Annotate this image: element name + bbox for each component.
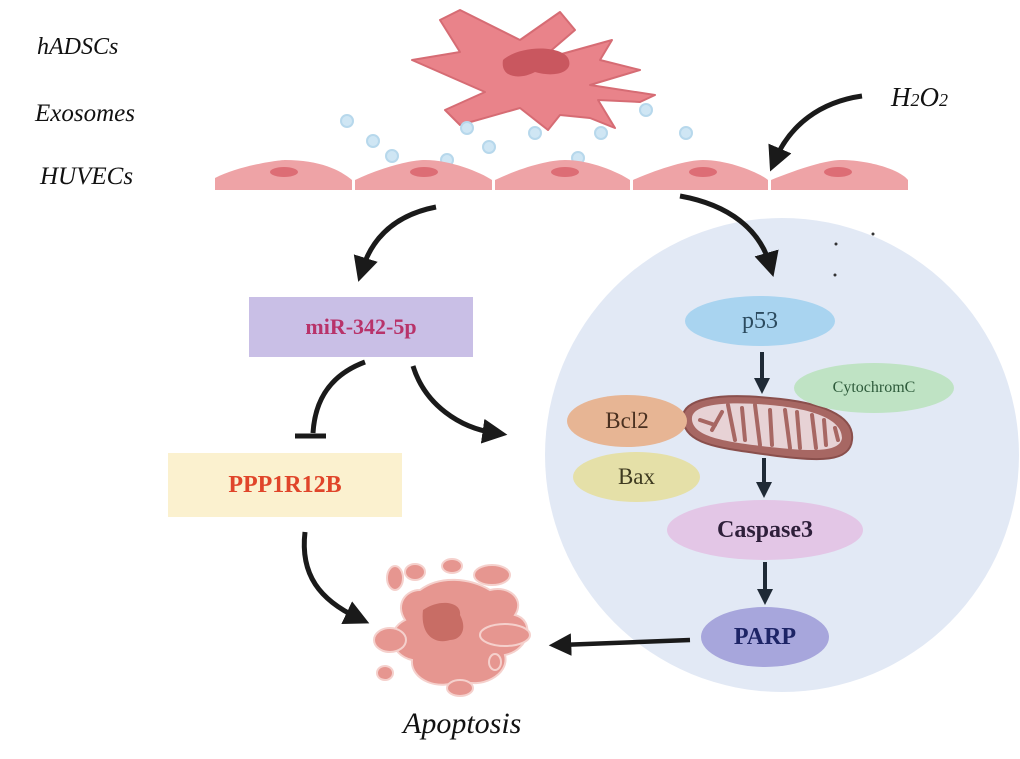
exosome-particles [340, 103, 693, 167]
parp-to-apoptosis-arrow [548, 633, 691, 656]
label-huvecs: HUVECs [40, 163, 134, 190]
parp-label: PARP [733, 623, 797, 650]
h2o2-sub2: 2 [939, 90, 948, 110]
ppp1r12b-node: PPP1R12B [168, 453, 402, 517]
bcl2-label: Bcl2 [605, 408, 649, 433]
label-hadscs: hADSCs [37, 34, 119, 60]
p53-node: p53 [685, 296, 835, 346]
huvec-to-mirna-arrow [353, 204, 437, 282]
bax-label: Bax [617, 464, 656, 489]
mirna-inhibit-arrow [310, 359, 366, 434]
bax-node: Bax [573, 452, 700, 502]
caspase3-label: Caspase3 [716, 516, 813, 543]
p53-label: p53 [742, 307, 778, 334]
mirna-to-pathway-arrow [410, 365, 508, 444]
h2o2-sub1: 2 [910, 90, 920, 110]
ppp1r12b-label: PPP1R12B [228, 471, 342, 498]
h2o2-h: H [891, 82, 911, 112]
ppp-to-apoptosis-arrow [301, 531, 370, 624]
mirna-node: miR-342-5p [249, 297, 473, 357]
mitochondrion-icon [681, 395, 854, 461]
h2o2-arrow [768, 93, 863, 172]
huvec-cell-layer [215, 160, 908, 190]
parp-node: PARP [701, 607, 829, 667]
bcl2-node: Bcl2 [567, 395, 687, 447]
cytochrome-label: CytochromC [832, 379, 916, 396]
label-h2o2: H2O2 [891, 82, 948, 113]
mirna-label: miR-342-5p [305, 314, 417, 339]
caspase3-node: Caspase3 [667, 500, 863, 560]
stray-dots [833, 232, 875, 277]
apoptotic-cell-icon [373, 558, 531, 697]
label-exosomes: Exosomes [35, 100, 135, 127]
cytochrome-node: CytochromC [794, 363, 954, 413]
h2o2-o: O [919, 82, 940, 112]
hadsc-cell-icon [411, 9, 656, 131]
huvec-to-pathway-arrow [679, 193, 779, 278]
label-apoptosis: Apoptosis [403, 707, 522, 740]
